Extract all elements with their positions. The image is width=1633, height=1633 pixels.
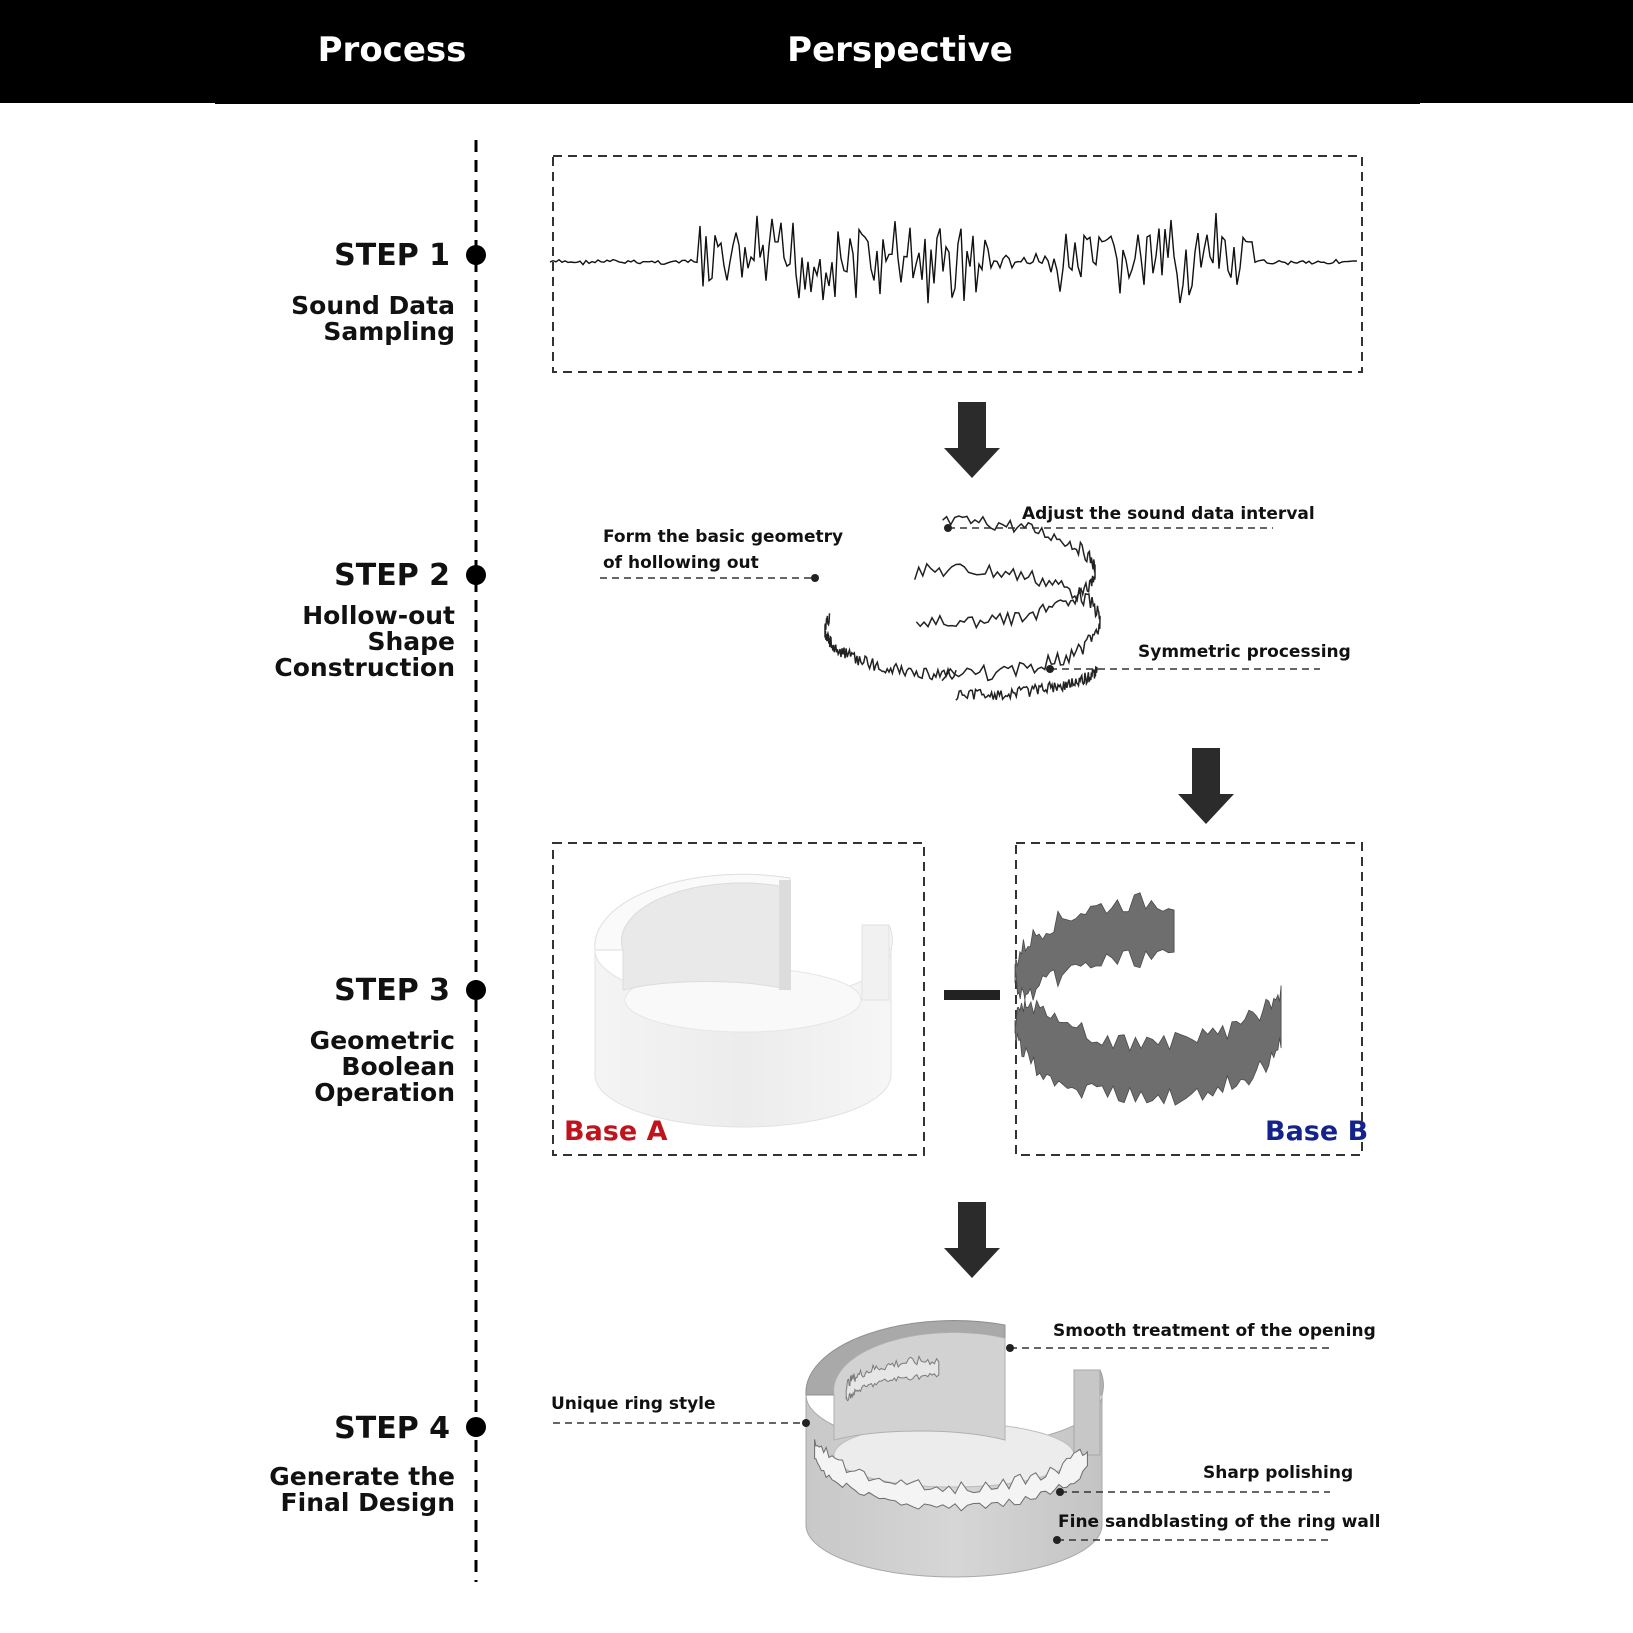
step3-marker: [466, 980, 486, 1000]
step2-marker: [466, 565, 486, 585]
step4-marker: [466, 1417, 486, 1437]
leader-dot-style: [802, 1419, 810, 1427]
annotation-adjust-interval: Adjust the sound data interval: [1022, 504, 1315, 524]
step1-title: STEP 1: [334, 238, 450, 273]
annotation-basic-geometry-line1: Form the basic geometry: [603, 527, 844, 547]
down-arrow-3: [944, 1202, 1000, 1278]
step3-title: STEP 3: [334, 973, 450, 1008]
annotation-symmetric: Symmetric processing: [1138, 642, 1351, 662]
base-a-label: Base A: [564, 1116, 668, 1147]
down-arrow-2: [1178, 748, 1234, 824]
annotation-basic-geometry-line2: of hollowing out: [603, 553, 759, 573]
annotation-unique-style: Unique ring style: [551, 1394, 716, 1414]
base-b-label: Base B: [1265, 1116, 1369, 1147]
process-column-header: Process: [317, 30, 467, 70]
annotation-smooth-opening: Smooth treatment of the opening: [1053, 1321, 1376, 1341]
leader-dot-opening: [1006, 1344, 1014, 1352]
step1-subtitle: Sound Data Sampling: [291, 291, 455, 346]
step2-subtitle: Hollow-out Shape Construction: [274, 601, 455, 682]
step4-leader-lines: [553, 1347, 1330, 1541]
step2-title: STEP 2: [334, 558, 450, 593]
perspective-column-header: Perspective: [787, 30, 1013, 70]
annotation-sharp-polishing: Sharp polishing: [1203, 1463, 1354, 1483]
step4-title: STEP 4: [334, 1411, 450, 1446]
header-bar: [0, 0, 1633, 103]
leader-dot-adjust: [944, 524, 952, 532]
sound-waveform: [549, 212, 1358, 304]
leader-dot-symmetric: [1046, 665, 1054, 673]
leader-dot-sandblasting: [1053, 1536, 1061, 1544]
minus-operator: [944, 990, 1000, 1000]
step3-subtitle: Geometric Boolean Operation: [309, 1026, 455, 1107]
base-b-wave-band: [1014, 892, 1282, 1106]
down-arrow-1: [944, 402, 1000, 478]
final-ring: [805, 1320, 1104, 1578]
hollow-out-wave-shape: [824, 515, 1101, 702]
waveform-frame: [552, 155, 1363, 373]
leader-dot-geometry: [811, 574, 819, 582]
step1-marker: [466, 245, 486, 265]
base-a-frame: [552, 842, 925, 1156]
leader-dot-polishing: [1056, 1488, 1064, 1496]
base-a-ring: [594, 873, 893, 1128]
step4-subtitle: Generate the Final Design: [269, 1462, 455, 1517]
step2-leader-lines: [600, 527, 1320, 670]
annotation-sandblasting: Fine sandblasting of the ring wall: [1058, 1512, 1381, 1532]
base-b-frame: [1015, 842, 1363, 1156]
